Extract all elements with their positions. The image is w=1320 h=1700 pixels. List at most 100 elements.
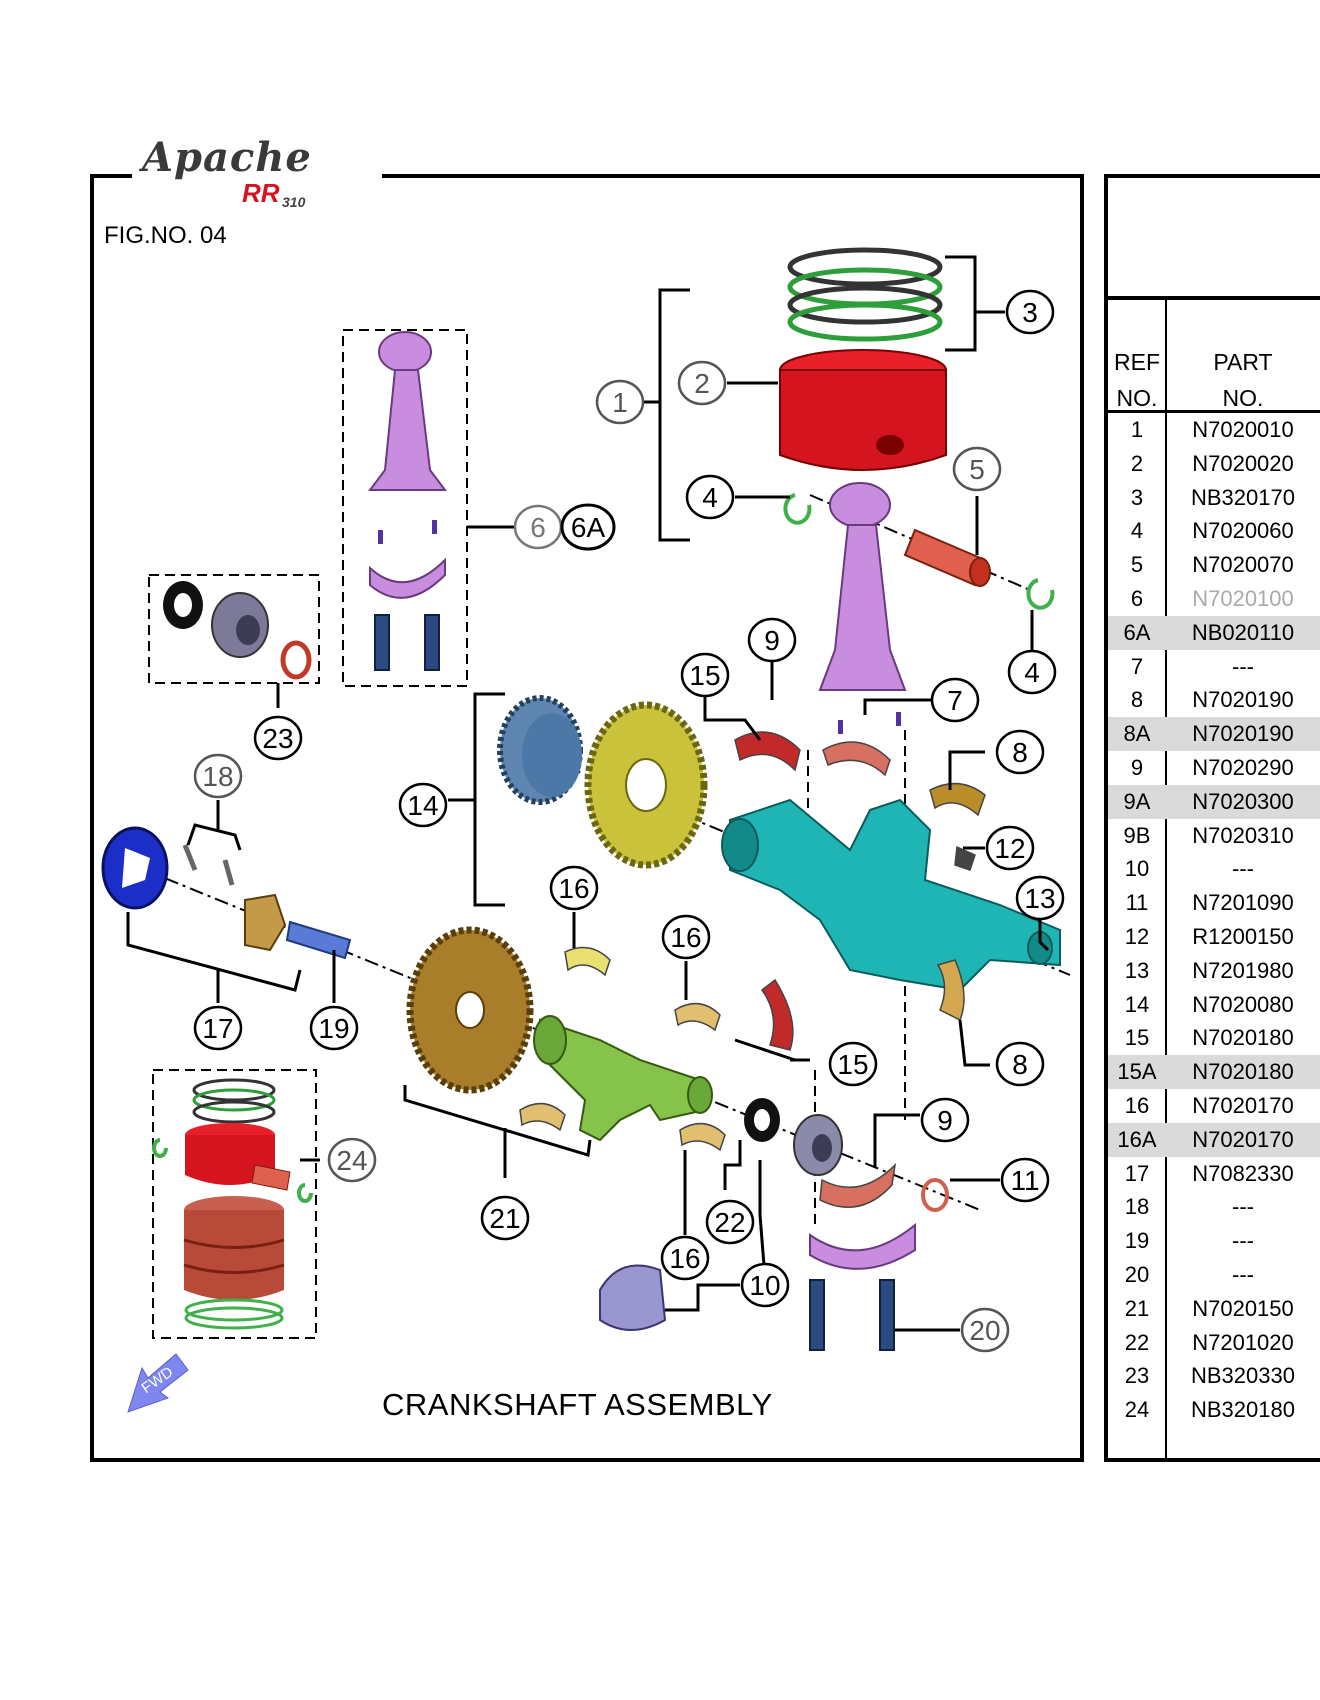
svg-text:2: 2 (694, 368, 710, 399)
svg-text:9: 9 (937, 1105, 953, 1136)
table-row: 18--- (1124, 1194, 1254, 1220)
svg-text:16: 16 (669, 1243, 700, 1274)
header-part-no: PART NO. (1213, 349, 1273, 411)
svg-text:8: 8 (1012, 1049, 1028, 1080)
callout-15b: 15 (828, 1041, 878, 1087)
svg-text:16: 16 (670, 922, 701, 953)
connecting-rod (809, 482, 916, 1351)
callout-9b: 9 (920, 1097, 970, 1143)
svg-text:20: 20 (969, 1315, 1000, 1346)
apache-logo: Apache RR 310 (132, 134, 382, 218)
callout-13: 13 (1015, 875, 1065, 921)
callout-24: 24 (327, 1137, 377, 1183)
callout-11: 11 (1000, 1157, 1050, 1203)
piston-rings (787, 247, 943, 342)
crankshaft (721, 798, 1061, 992)
gear-brown (406, 926, 534, 1094)
svg-text:5: 5 (969, 454, 985, 485)
callout-3: 3 (1005, 289, 1055, 335)
table-row: 10--- (1124, 856, 1254, 882)
callout-4: 4 (685, 474, 735, 520)
svg-text:9: 9 (764, 625, 780, 656)
piston-kit (183, 1078, 291, 1330)
callout-22: 22 (705, 1199, 755, 1245)
svg-text:24: 24 (336, 1145, 367, 1176)
logo-model: RR (242, 178, 280, 208)
bearing-shells (519, 731, 986, 1208)
piston-pin (903, 528, 991, 587)
figure-frame (90, 174, 1084, 1462)
connecting-rod-boxed (368, 331, 447, 671)
leader-lines (126, 255, 1050, 1332)
figure-caption: CRANKSHAFT ASSEMBLY (382, 1387, 773, 1422)
callout-14: 14 (398, 782, 448, 828)
svg-text:7: 7 (947, 685, 963, 716)
callout-1: 1 (595, 379, 645, 425)
callout-5: 5 (952, 446, 1002, 492)
logo-brand: Apache (142, 134, 312, 181)
table-row: 20--- (1124, 1261, 1254, 1287)
svg-text:16: 16 (558, 873, 589, 904)
callout-16c: 16 (660, 1235, 710, 1281)
table-header-divider (1104, 296, 1320, 300)
balancer-shaft (533, 1015, 713, 1142)
svg-text:12: 12 (994, 833, 1025, 864)
svg-text:1: 1 (612, 387, 628, 418)
figure-number: FIG.NO. 04 (104, 222, 227, 249)
svg-text:10: 10 (749, 1270, 780, 1301)
svg-text:4: 4 (702, 482, 718, 513)
svg-text:13: 13 (1024, 883, 1055, 914)
callout-15: 15 (680, 652, 730, 698)
callout-8b: 8 (995, 1041, 1045, 1087)
callout-20: 20 (960, 1307, 1010, 1353)
callout-9: 9 (747, 617, 797, 663)
callout-23: 23 (253, 715, 303, 761)
callout-2: 2 (677, 360, 727, 406)
header-ref-no: REF NO. (1114, 349, 1160, 411)
svg-text:3: 3 (1022, 297, 1038, 328)
table-row: 7--- (1130, 653, 1254, 679)
svg-text:23: 23 (262, 723, 293, 754)
callout-18: 18 (193, 753, 243, 799)
seal-and-bearing (599, 1098, 949, 1331)
table-header-rule (1108, 410, 1320, 413)
callout-8: 8 (995, 729, 1045, 775)
callout-6: 6 (513, 504, 563, 550)
svg-text:17: 17 (202, 1013, 233, 1044)
svg-text:22: 22 (714, 1207, 745, 1238)
oil-pump-rotor (101, 826, 352, 960)
logo-number: 310 (282, 194, 306, 210)
svg-text:6A: 6A (571, 512, 606, 543)
svg-text:11: 11 (1010, 1165, 1039, 1196)
callout-12: 12 (985, 825, 1035, 871)
gear-yellow (584, 701, 708, 869)
svg-text:15: 15 (837, 1049, 868, 1080)
callout-7: 7 (930, 677, 980, 723)
piston (779, 349, 947, 471)
callout-19: 19 (309, 1005, 359, 1051)
callout-6a: 6A (560, 503, 616, 551)
